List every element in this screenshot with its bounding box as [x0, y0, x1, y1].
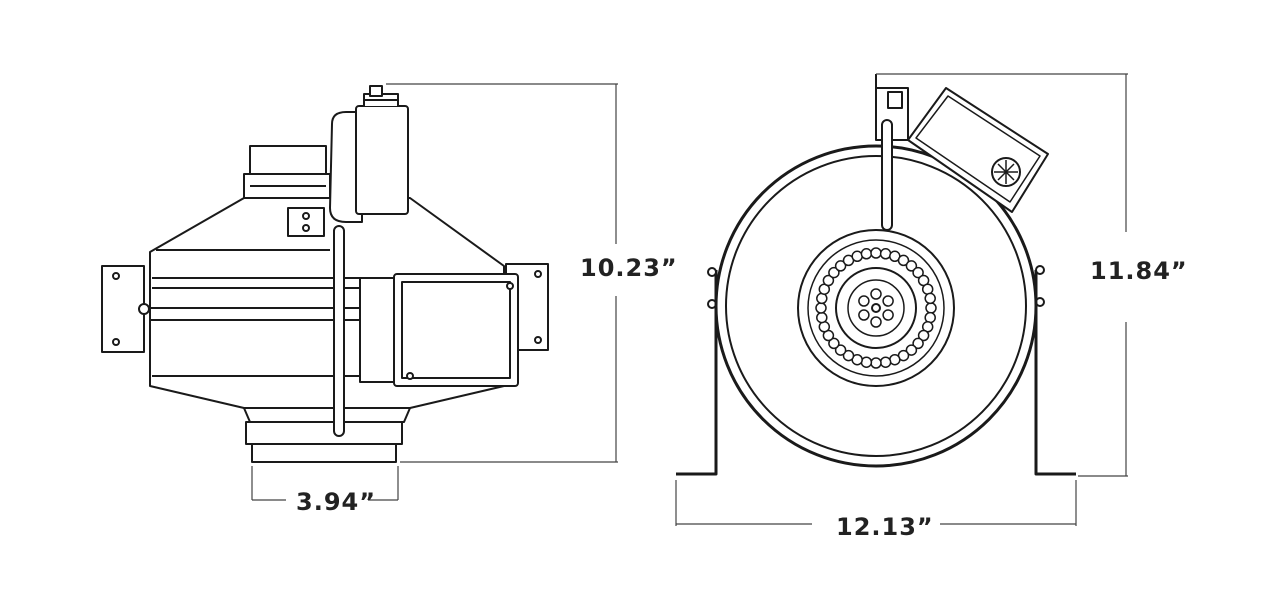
impeller-blade	[836, 261, 846, 271]
impeller-blade	[817, 313, 827, 323]
hub-bolts	[859, 289, 893, 327]
impeller-blade	[881, 357, 891, 367]
hub-bolt	[883, 310, 893, 320]
impeller-blade	[899, 255, 909, 265]
side-height-label: 10.23”	[580, 254, 678, 282]
impeller-blade	[906, 261, 916, 271]
front-view	[676, 74, 1076, 474]
impeller-blade	[881, 249, 891, 259]
hub-bolt	[871, 289, 881, 299]
impeller-blade	[829, 338, 839, 348]
impeller-blade	[890, 355, 900, 365]
impeller-blade	[829, 268, 839, 278]
inlet-diameter-label: 3.94”	[296, 488, 376, 516]
side-view-dimension-lines	[252, 84, 618, 500]
hub-bolt	[883, 296, 893, 306]
impeller-blade	[861, 249, 871, 259]
hub-bolt	[871, 317, 881, 327]
impeller-blade	[819, 322, 829, 332]
impeller-blade	[816, 303, 826, 313]
impeller-blade	[852, 251, 862, 261]
hub-bolt	[859, 296, 869, 306]
impeller-blade	[925, 293, 935, 303]
label-plate	[288, 208, 324, 236]
impeller-blade	[926, 303, 936, 313]
top-outlet-collar	[244, 146, 330, 198]
impeller-blade	[836, 345, 846, 355]
hub-center	[872, 304, 880, 312]
impeller-blade	[923, 284, 933, 294]
power-cord	[330, 112, 362, 436]
impeller-blade	[823, 276, 833, 286]
impeller-blade	[871, 248, 881, 258]
side-electrical-box	[360, 274, 518, 386]
front-junction-box	[908, 88, 1048, 212]
impeller-blade	[906, 345, 916, 355]
hub-bolt	[859, 310, 869, 320]
impeller-blade	[919, 331, 929, 341]
impeller-blade	[925, 313, 935, 323]
impeller-blade	[861, 357, 871, 367]
top-junction-box	[356, 86, 408, 214]
side-view	[102, 86, 548, 462]
front-view-dimension-lines	[676, 74, 1128, 526]
impeller-blade	[844, 351, 854, 361]
left-mounting-bracket	[102, 266, 149, 352]
impeller-blade	[871, 358, 881, 368]
bottom-inlet-collar	[244, 408, 410, 462]
impeller-blade	[913, 338, 923, 348]
impeller-blades	[816, 248, 936, 368]
front-mounting-legs	[676, 266, 1076, 474]
front-power-cord	[882, 120, 892, 230]
front-height-label: 11.84”	[1090, 257, 1188, 285]
front-width-label: 12.13”	[836, 513, 934, 541]
impeller-blade	[913, 268, 923, 278]
impeller-blade	[817, 293, 827, 303]
